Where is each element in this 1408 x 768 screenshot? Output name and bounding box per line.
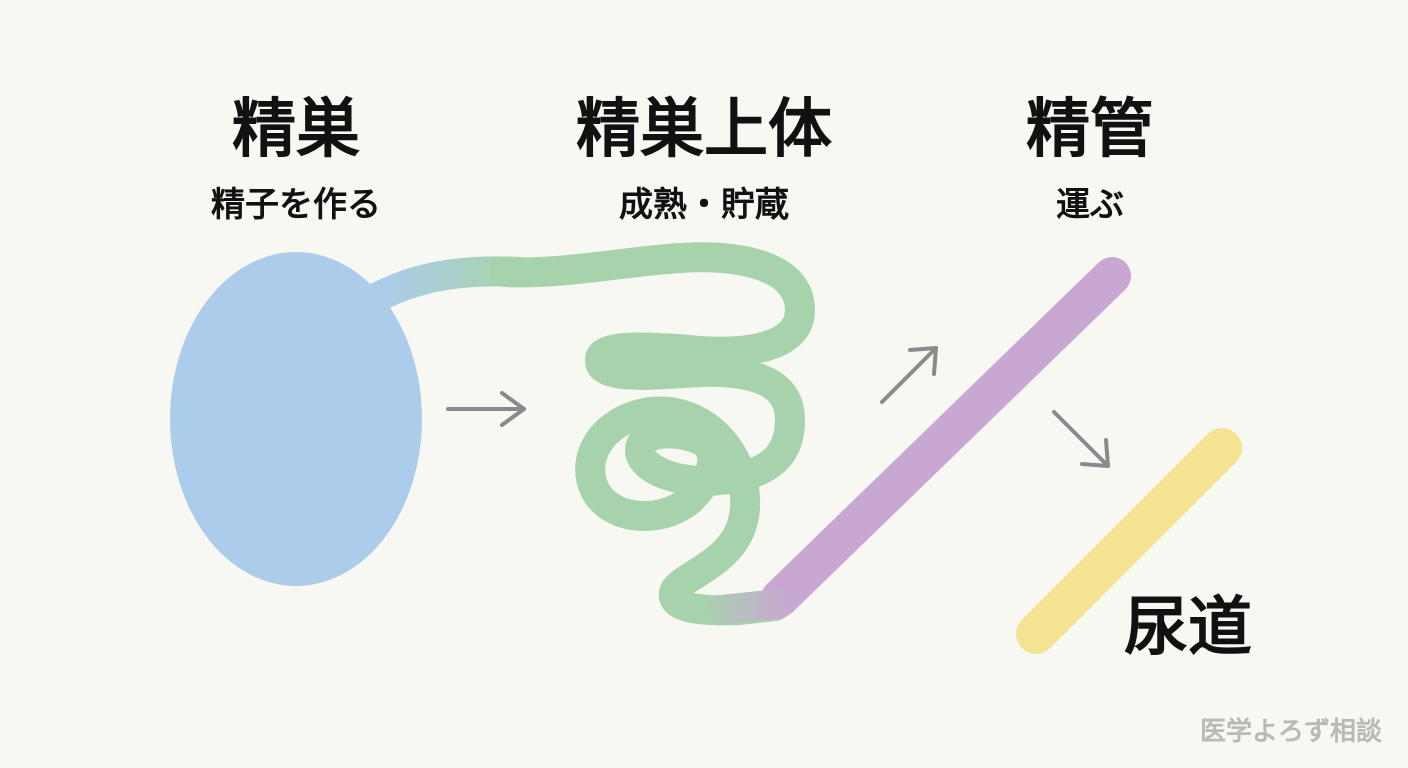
vas-deferens-bar (761, 257, 1131, 617)
vas-deferens-subtitle: 運ぶ (1056, 185, 1124, 225)
vas-deferens-title: 精管 (1026, 93, 1154, 167)
watermark: 医学よろず相談 (1199, 717, 1382, 747)
arrow-vas-to-urethra (1052, 410, 1110, 468)
testis-shape (170, 252, 422, 586)
urethra-bar (1016, 428, 1242, 654)
epididymis-vas-joint (705, 589, 793, 625)
epididymis-tube (490, 242, 815, 626)
urethra-title: 尿道 (1124, 591, 1252, 665)
arrow-testis-to-epididymis (446, 391, 526, 427)
testis-subtitle: 精子を作る (211, 185, 381, 225)
epididymis-subtitle: 成熟・貯蔵 (619, 185, 789, 225)
arrow-epididymis-to-vas (880, 346, 938, 404)
testis-title: 精巣 (232, 93, 360, 167)
epididymis-title: 精巣上体 (576, 93, 832, 167)
